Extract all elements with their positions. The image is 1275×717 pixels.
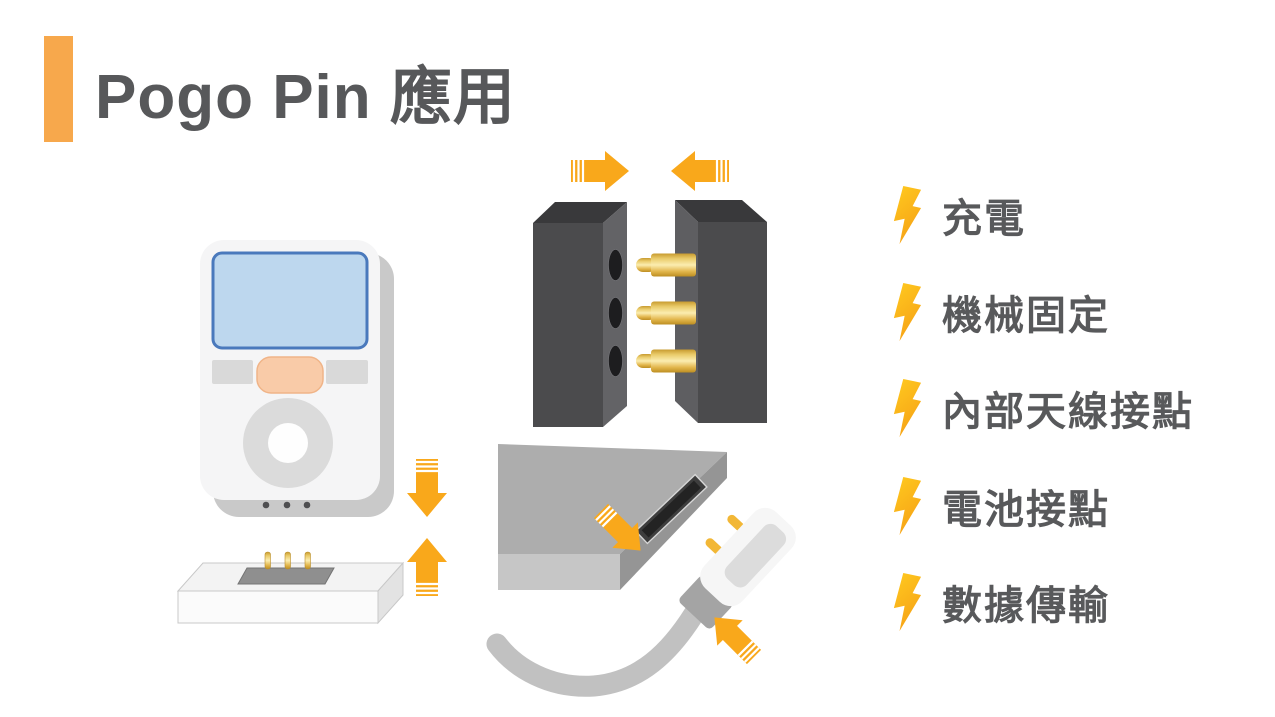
laptop-connector-illustration bbox=[486, 444, 796, 697]
magnetic-connector bbox=[679, 507, 796, 629]
lightning-bolt-icon bbox=[893, 476, 922, 536]
pogo-pins bbox=[636, 253, 696, 373]
receptacle-block bbox=[533, 202, 627, 427]
feature-row-data-transfer: 數據傳輸 bbox=[892, 570, 1110, 634]
arrow-up-icon bbox=[407, 538, 447, 596]
player-button-right bbox=[326, 360, 368, 384]
music-player-dock-illustration bbox=[176, 240, 447, 625]
player-button-left bbox=[212, 360, 253, 384]
feature-label: 充電 bbox=[942, 197, 1026, 241]
dock-pogo-pins bbox=[264, 551, 311, 570]
charging-dock bbox=[176, 551, 405, 625]
feature-label: 電池接點 bbox=[942, 488, 1110, 532]
lightning-bolt-icon bbox=[893, 378, 922, 438]
feature-row-internal-antenna-contact: 內部天線接點 bbox=[892, 376, 1194, 440]
feature-row-charging: 充電 bbox=[892, 183, 1026, 247]
pogo-pin-block bbox=[636, 200, 767, 423]
feature-label: 數據傳輸 bbox=[942, 584, 1110, 628]
laptop bbox=[498, 444, 727, 590]
charging-port bbox=[634, 473, 708, 545]
connector-cable bbox=[486, 603, 705, 697]
feature-row-battery-contact: 電池接點 bbox=[892, 474, 1110, 538]
arrow-down-icon bbox=[407, 459, 447, 517]
feature-label: 內部天線接點 bbox=[942, 390, 1194, 434]
player-connector-contacts bbox=[262, 501, 311, 509]
arrow-up-left-icon bbox=[714, 617, 762, 665]
lightning-bolt-icon bbox=[893, 572, 922, 632]
dock-slot bbox=[237, 567, 335, 585]
player-button-center bbox=[256, 356, 324, 394]
feature-row-mechanical-fixing: 機械固定 bbox=[892, 280, 1110, 344]
lightning-bolt-icon bbox=[893, 282, 922, 342]
music-player bbox=[200, 240, 394, 517]
arrow-right-icon bbox=[571, 151, 629, 191]
title-accent-bar bbox=[44, 36, 73, 142]
arrow-down-right-icon bbox=[593, 503, 641, 551]
arrow-left-icon bbox=[671, 151, 729, 191]
lightning-bolt-icon bbox=[893, 185, 922, 245]
player-screen bbox=[211, 251, 369, 350]
pogo-pin-blocks-illustration bbox=[533, 151, 767, 427]
feature-label: 機械固定 bbox=[942, 294, 1110, 338]
click-wheel-center bbox=[268, 423, 308, 463]
page-title: Pogo Pin 應用 bbox=[95, 63, 516, 132]
